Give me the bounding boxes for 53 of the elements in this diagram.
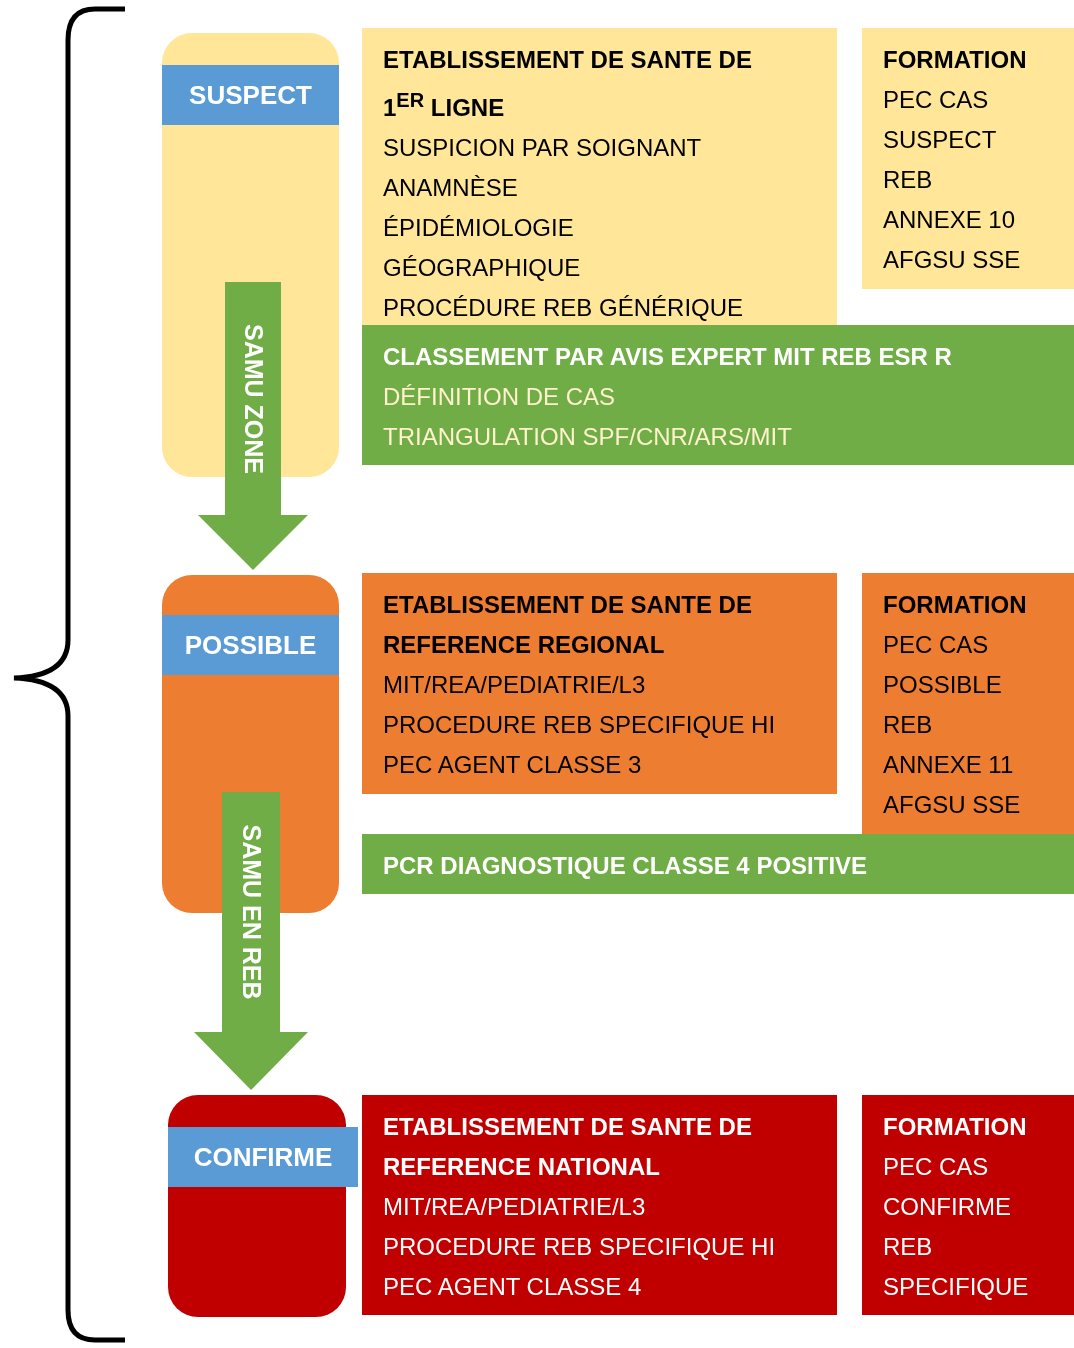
box-text: REB — [883, 1232, 933, 1262]
info-box — [362, 573, 837, 794]
block-arrow — [194, 792, 308, 1090]
box-heading: ETABLISSEMENT DE SANTE DE — [383, 1112, 752, 1142]
stage-label: CONFIRME — [168, 1127, 358, 1187]
box-text: REB — [883, 710, 933, 740]
info-box — [862, 573, 1074, 834]
box-text: PEC AGENT CLASSE 3 — [383, 750, 642, 780]
box-text: DÉFINITION DE CAS — [383, 382, 616, 412]
box-text: SUSPICION PAR SOIGNANT — [383, 133, 702, 163]
box-heading: REFERENCE REGIONAL — [383, 630, 665, 660]
box-text: MIT/REA/PEDIATRIE/L3 — [383, 670, 646, 700]
box-text: ÉPIDÉMIOLOGIE — [383, 213, 574, 243]
box-text: SPECIFIQUE — [883, 1272, 1029, 1302]
box-text: AFGSU SSE — [883, 790, 1021, 820]
stage-label: SUSPECT — [162, 65, 339, 125]
info-box — [362, 1095, 837, 1315]
box-text: AFGSU SSE — [883, 245, 1021, 275]
box-text: SUSPECT — [883, 125, 997, 155]
box-text: PEC CAS — [883, 85, 989, 115]
box-heading: CLASSEMENT PAR AVIS EXPERT MIT REB ESR R — [383, 342, 952, 372]
box-text: TRIANGULATION SPF/CNR/ARS/MIT — [383, 422, 792, 452]
box-text: MIT/REA/PEDIATRIE/L3 — [383, 1192, 646, 1222]
box-text: PROCEDURE REB SPECIFIQUE HI — [383, 710, 776, 740]
box-heading: FORMATION — [883, 590, 1027, 620]
box-text: GÉOGRAPHIQUE — [383, 253, 581, 283]
box-heading: FORMATION — [883, 45, 1027, 75]
box-text: PEC CAS — [883, 1152, 989, 1182]
info-box — [362, 28, 837, 325]
edge-label: SAMU EN REB — [236, 824, 266, 1000]
box-text: ANAMNÈSE — [383, 173, 518, 203]
box-heading: FORMATION — [883, 1112, 1027, 1142]
box-text: CONFIRME — [883, 1192, 1011, 1222]
box-text: PEC AGENT CLASSE 4 — [383, 1272, 642, 1302]
box-text: REB — [883, 165, 933, 195]
box-text: PROCÉDURE REB GÉNÉRIQUE — [383, 293, 744, 323]
edge-label: SAMU ZONE — [238, 323, 268, 474]
box-text: POSSIBLE — [883, 670, 1002, 700]
box-text: PROCEDURE REB SPECIFIQUE HI — [383, 1232, 776, 1262]
box-heading: ETABLISSEMENT DE SANTE DE — [383, 590, 752, 620]
info-box — [362, 325, 1074, 465]
info-box — [862, 1095, 1074, 1315]
block-arrow — [198, 282, 308, 570]
box-text: ANNEXE 11 — [883, 750, 1014, 780]
info-box — [362, 834, 1074, 894]
info-box — [862, 28, 1074, 289]
box-heading: ETABLISSEMENT DE SANTE DE — [383, 45, 752, 75]
box-text: PEC CAS — [883, 630, 989, 660]
box-heading: PCR DIAGNOSTIQUE CLASSE 4 POSITIVE — [383, 851, 868, 881]
box-heading: 1$^{ER}$ LIGNE — [383, 88, 505, 123]
box-text: ANNEXE 10 — [883, 205, 1016, 235]
stage-label: POSSIBLE — [162, 615, 339, 675]
box-heading: REFERENCE NATIONAL — [383, 1152, 660, 1182]
